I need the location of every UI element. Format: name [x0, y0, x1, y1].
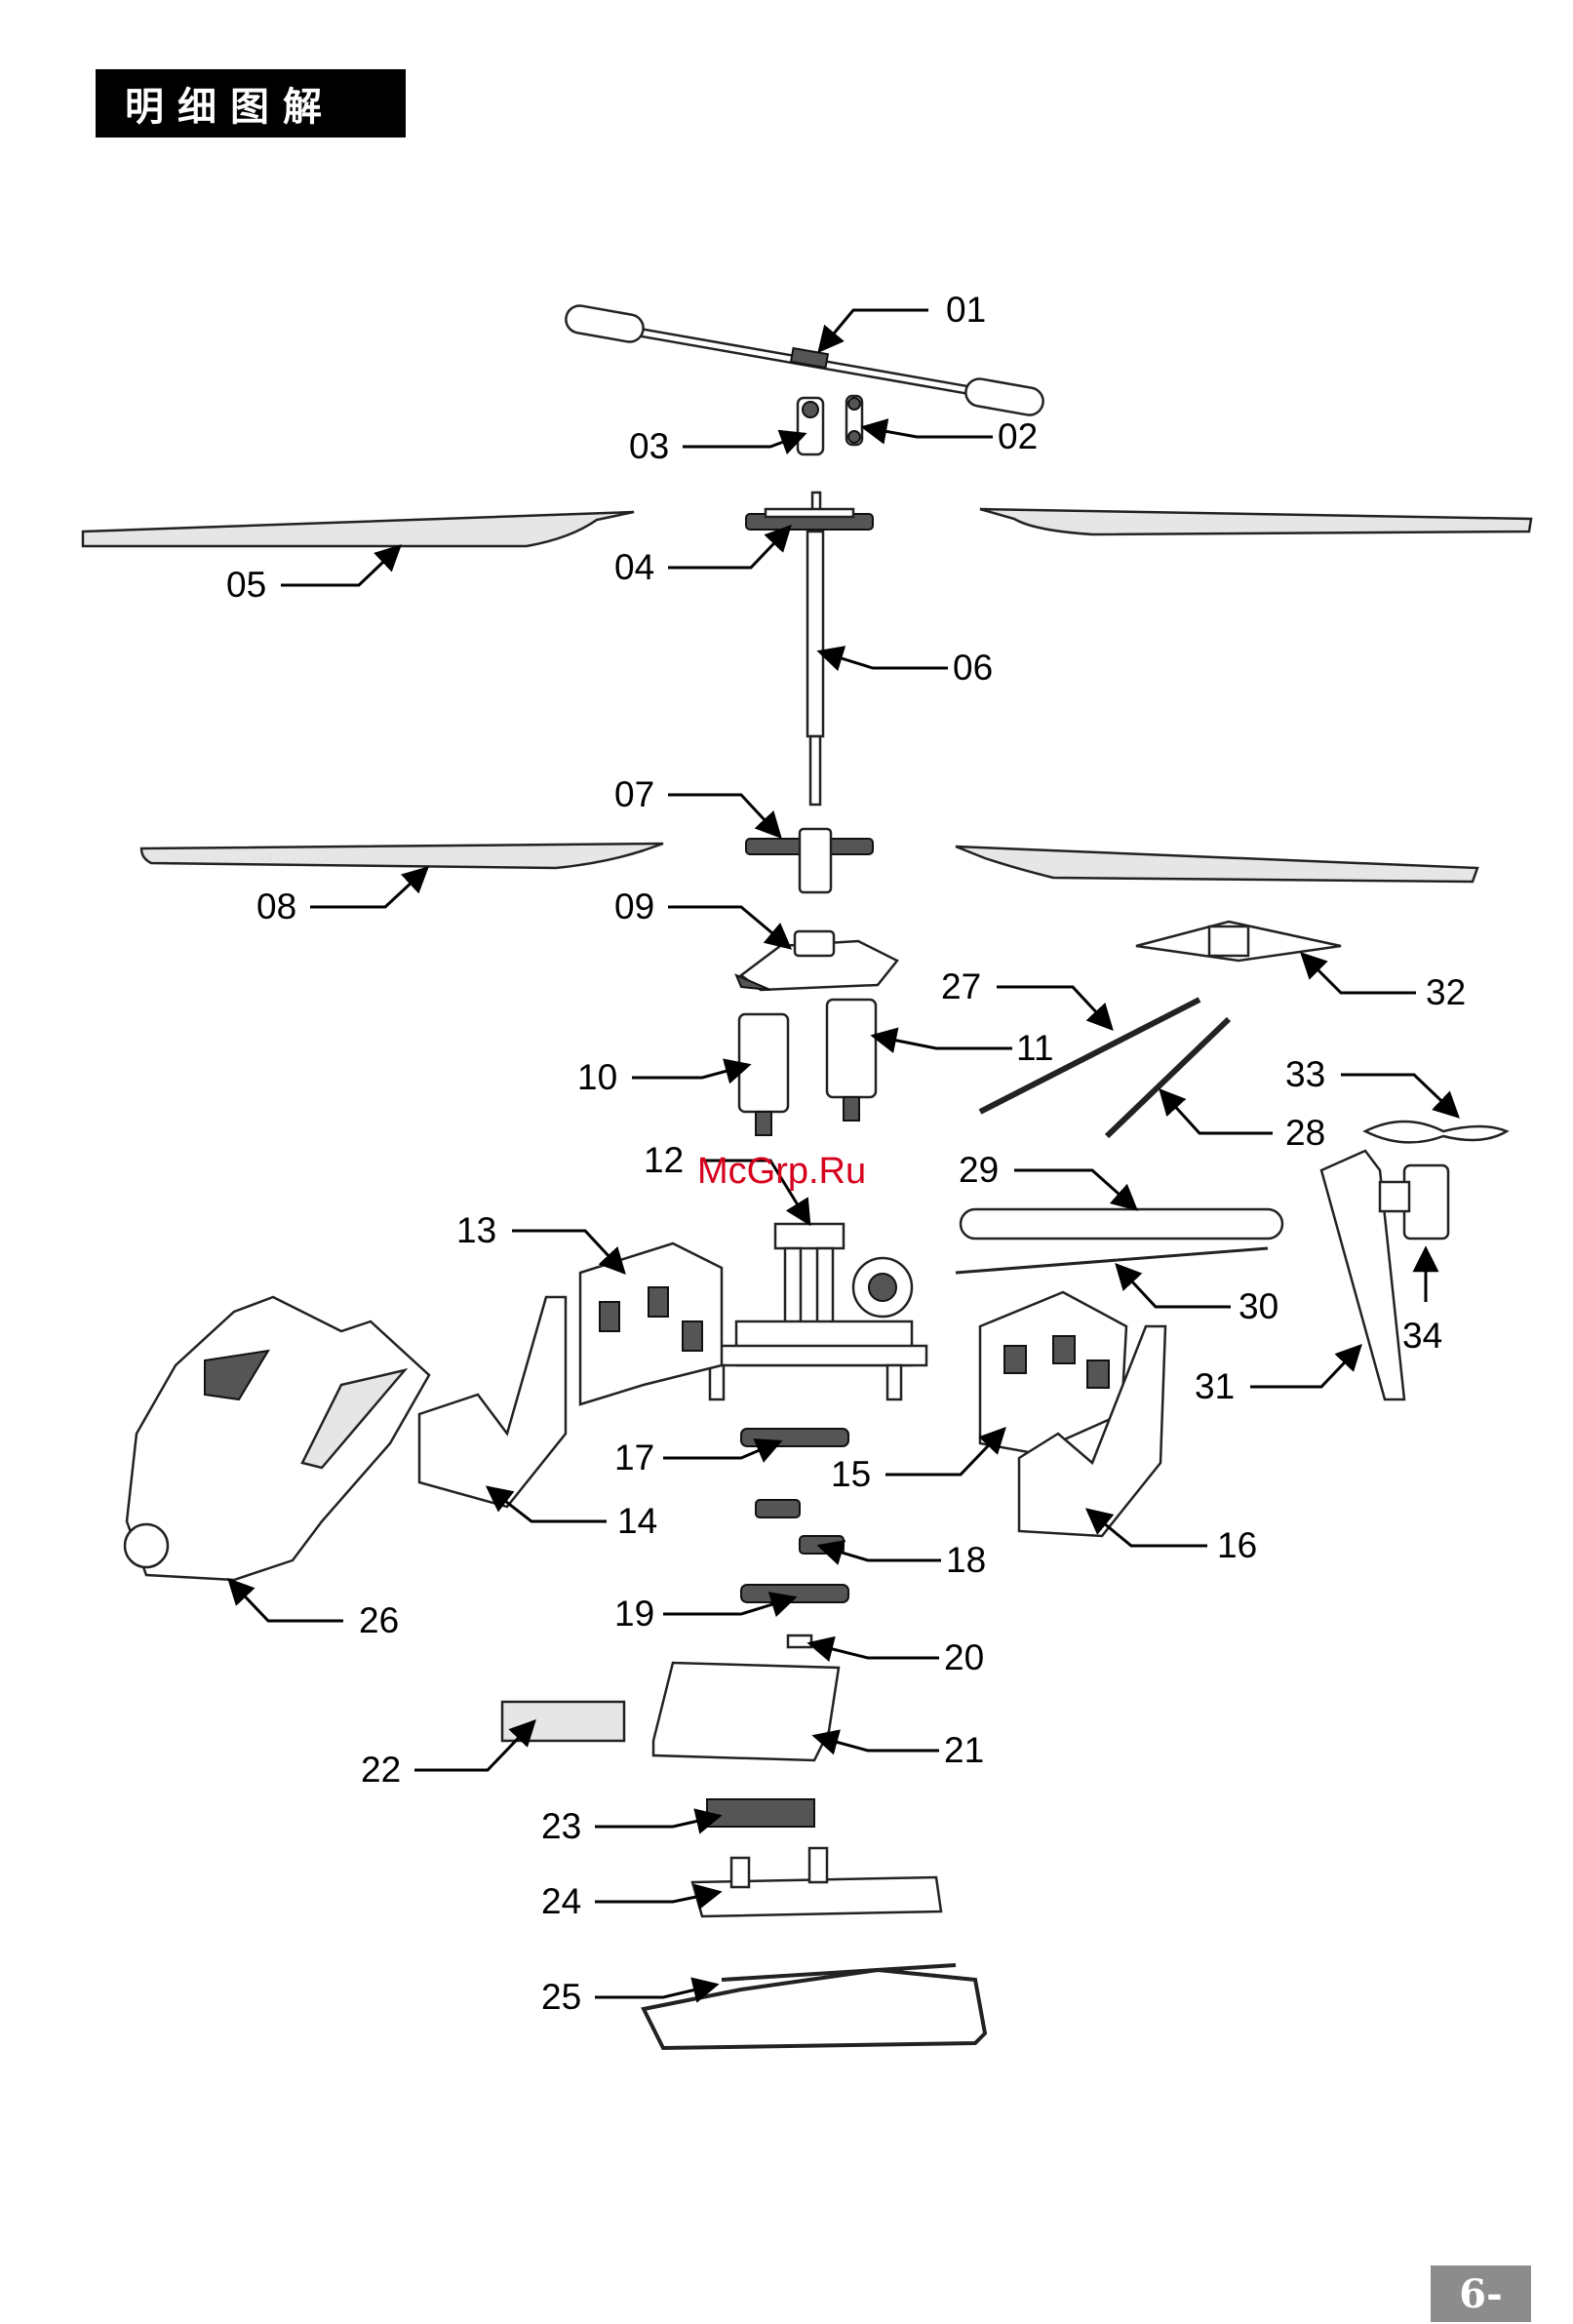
svg-text:12: 12 — [644, 1140, 684, 1180]
main-shaft — [807, 532, 823, 805]
svg-text:16: 16 — [1217, 1525, 1257, 1565]
callout-31: 31 — [1195, 1346, 1360, 1406]
svg-text:20: 20 — [944, 1637, 984, 1677]
callout-05: 05 — [226, 546, 400, 605]
side-frame-14 — [419, 1297, 566, 1507]
frame-24 — [692, 1848, 941, 1916]
side-frame-13 — [580, 1243, 722, 1404]
upper-blade-right — [980, 509, 1531, 534]
lower-rotor-hub — [746, 829, 873, 892]
callout-28: 28 — [1160, 1090, 1325, 1153]
svg-text:02: 02 — [998, 416, 1038, 456]
callout-26: 26 — [229, 1580, 399, 1640]
upper-swashplate — [746, 492, 873, 530]
callout-15: 15 — [831, 1429, 1004, 1494]
callout-34: 34 — [1402, 1248, 1442, 1356]
callout-10: 10 — [577, 1057, 749, 1097]
svg-text:08: 08 — [256, 886, 296, 926]
svg-text:27: 27 — [941, 966, 981, 1006]
upper-blade-left — [83, 512, 634, 546]
svg-text:19: 19 — [614, 1594, 654, 1634]
svg-text:24: 24 — [541, 1881, 581, 1921]
lower-blade-left — [141, 844, 663, 868]
callout-30: 30 — [1117, 1265, 1278, 1326]
svg-text:14: 14 — [617, 1501, 657, 1541]
callout-25: 25 — [541, 1977, 717, 2017]
svg-text:18: 18 — [946, 1540, 986, 1580]
svg-text:07: 07 — [614, 774, 654, 814]
tail-rod-29 — [961, 1209, 1282, 1239]
horizontal-stabilizer-32 — [1136, 922, 1341, 961]
callout-21: 21 — [814, 1730, 984, 1770]
svg-text:11: 11 — [1016, 1028, 1053, 1068]
svg-text:28: 28 — [1285, 1113, 1325, 1153]
rotor-head-parts — [798, 396, 862, 454]
svg-text:33: 33 — [1285, 1054, 1325, 1094]
callout-11: 11 — [873, 1028, 1053, 1068]
callout-03: 03 — [629, 426, 805, 466]
callout-04: 04 — [614, 527, 790, 587]
lower-blade-right — [956, 847, 1477, 882]
callout-27: 27 — [941, 966, 1112, 1029]
svg-text:01: 01 — [946, 290, 986, 330]
landing-gear-25 — [644, 1965, 985, 2048]
svg-text:30: 30 — [1239, 1286, 1278, 1326]
svg-text:15: 15 — [831, 1454, 871, 1494]
svg-text:06: 06 — [953, 648, 993, 688]
svg-text:32: 32 — [1426, 972, 1466, 1012]
watermark: McGrp.Ru — [697, 1151, 866, 1192]
gearbox-frame — [702, 1224, 926, 1399]
svg-text:17: 17 — [614, 1438, 654, 1477]
callout-07: 07 — [614, 774, 780, 837]
svg-text:09: 09 — [614, 886, 654, 926]
callout-32: 32 — [1302, 954, 1466, 1012]
callout-33: 33 — [1285, 1054, 1458, 1117]
svg-text:03: 03 — [629, 426, 669, 466]
callout-09: 09 — [614, 886, 790, 948]
callout-29: 29 — [959, 1150, 1136, 1209]
callout-08: 08 — [256, 868, 427, 926]
body-lower-21 — [653, 1663, 839, 1760]
svg-text:31: 31 — [1195, 1366, 1235, 1406]
svg-text:23: 23 — [541, 1806, 581, 1846]
motor-left — [739, 1014, 788, 1135]
swashplate-lower — [736, 931, 897, 990]
svg-text:13: 13 — [456, 1210, 496, 1250]
callout-06: 06 — [819, 648, 993, 688]
svg-text:29: 29 — [959, 1150, 999, 1190]
svg-text:21: 21 — [944, 1730, 984, 1770]
svg-text:05: 05 — [226, 565, 266, 605]
tail-rotor-33 — [1365, 1122, 1507, 1142]
svg-text:10: 10 — [577, 1057, 617, 1097]
callout-23: 23 — [541, 1806, 720, 1846]
pcb-23 — [707, 1799, 814, 1827]
svg-text:04: 04 — [614, 547, 654, 587]
svg-text:22: 22 — [361, 1750, 401, 1790]
page-number: 6- — [1431, 2265, 1531, 2322]
canopy — [125, 1297, 429, 1580]
callout-01: 01 — [819, 290, 986, 351]
callout-02: 02 — [863, 416, 1038, 456]
tail-motor-34 — [1380, 1165, 1448, 1239]
svg-text:25: 25 — [541, 1977, 581, 2017]
callout-13: 13 — [456, 1210, 624, 1273]
svg-text:34: 34 — [1402, 1316, 1442, 1356]
svg-text:26: 26 — [359, 1600, 399, 1640]
tail-wire-30 — [956, 1248, 1268, 1273]
motor-right — [827, 1000, 876, 1121]
